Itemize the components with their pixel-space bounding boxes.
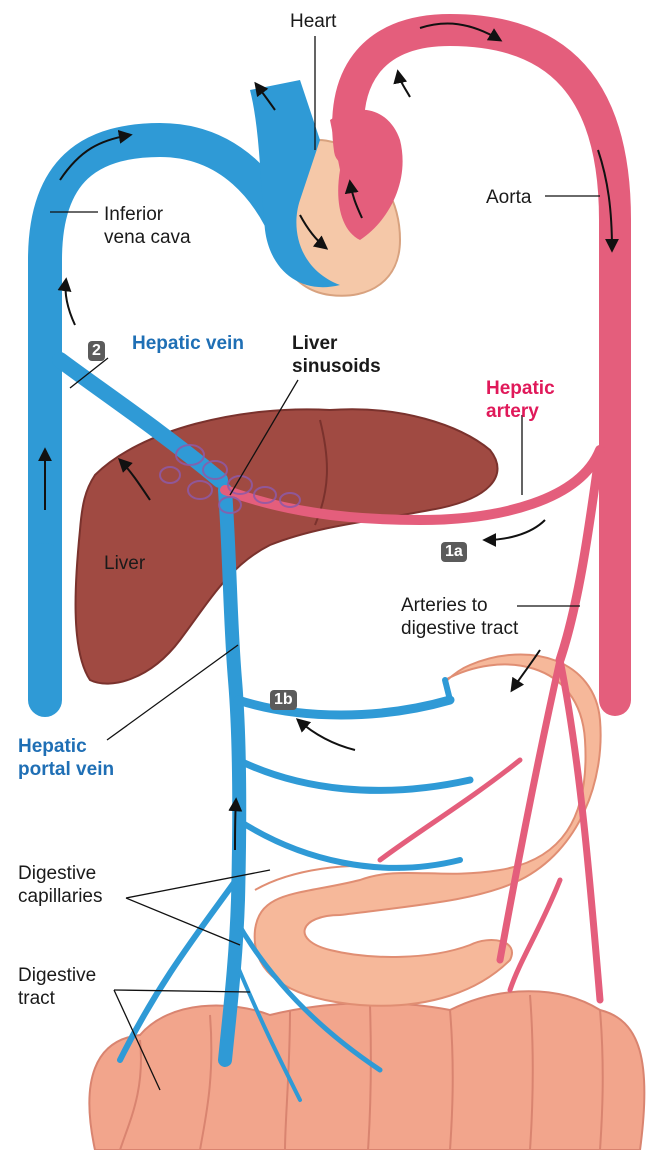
colon-illustration: [89, 991, 644, 1150]
liver-sinusoids-label: Liver sinusoids: [292, 332, 381, 378]
step-1b-badge: 1b: [270, 690, 297, 710]
hepatic-artery-label: Hepatic artery: [486, 377, 555, 423]
liver-illustration: [76, 409, 498, 683]
digestive-tract-label: Digestive tract: [18, 964, 96, 1010]
aorta-label: Aorta: [486, 186, 531, 209]
liver-label: Liver: [104, 552, 145, 575]
digestive-capillaries-label: Digestive capillaries: [18, 862, 102, 908]
hepatic-vein-label: Hepatic vein: [132, 332, 244, 355]
arteries-to-digestive-tract-label: Arteries to digestive tract: [401, 594, 518, 640]
inferior-vena-cava-label: Inferior vena cava: [104, 203, 191, 249]
heart-illustration: [250, 80, 403, 296]
heart-label: Heart: [290, 10, 336, 33]
step-2-badge: 2: [88, 341, 105, 361]
step-1a-badge: 1a: [441, 542, 467, 562]
hepatic-portal-vein-label: Hepatic portal vein: [18, 735, 114, 781]
